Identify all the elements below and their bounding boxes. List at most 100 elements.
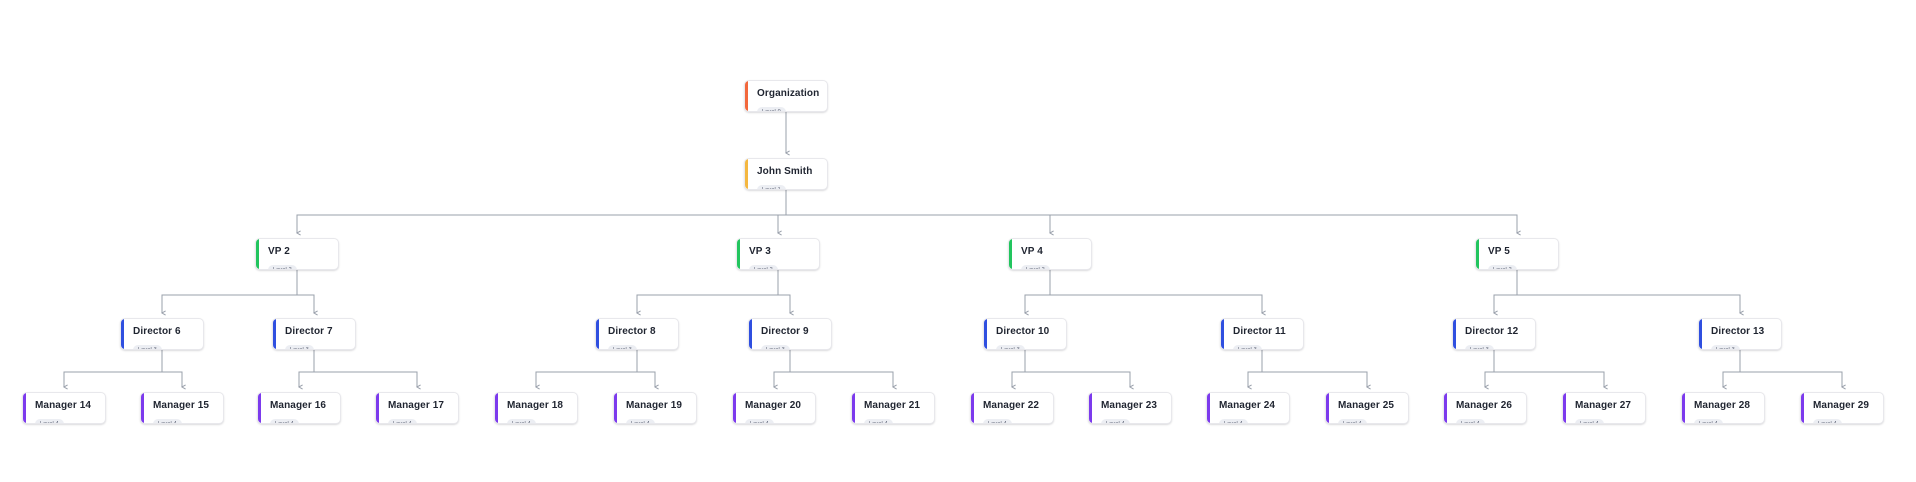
level-accent-bar: [1476, 239, 1479, 269]
node-level-badge: Level 4: [388, 419, 417, 423]
node-level-badge: Level 4: [153, 419, 182, 423]
level-accent-bar: [273, 319, 276, 349]
org-node-manager-15[interactable]: Manager 15 Level 4: [140, 392, 224, 424]
node-level-badge: Level 4: [864, 419, 893, 423]
connector-line: [162, 371, 182, 387]
connector-line: [778, 294, 790, 313]
level-accent-bar: [971, 393, 974, 423]
level-accent-bar: [1221, 319, 1224, 349]
level-accent-bar: [1009, 239, 1012, 269]
node-title: Manager 23: [1101, 400, 1158, 411]
org-node-manager-19[interactable]: Manager 19 Level 4: [613, 392, 697, 424]
node-title: Director 9: [761, 326, 809, 337]
connector-line: [1494, 294, 1517, 313]
org-node-director-10[interactable]: Director 10 Level 3: [983, 318, 1067, 350]
level-accent-bar: [121, 319, 124, 349]
connector-line: [786, 214, 1050, 233]
node-title: Director 6: [133, 326, 181, 337]
connector-line: [778, 214, 786, 233]
level-accent-bar: [737, 239, 740, 269]
connector-line: [1262, 371, 1367, 387]
org-node-director-6[interactable]: Director 6 Level 3: [120, 318, 204, 350]
node-level-badge: Level 4: [1575, 419, 1604, 423]
node-title: Manager 20: [745, 400, 802, 411]
org-node-manager-23[interactable]: Manager 23 Level 4: [1088, 392, 1172, 424]
node-title: Manager 16: [270, 400, 327, 411]
node-level-badge: Level 0: [757, 107, 786, 111]
level-accent-bar: [256, 239, 259, 269]
connector-line: [637, 371, 655, 387]
node-title: Director 10: [996, 326, 1050, 337]
level-accent-bar: [1563, 393, 1566, 423]
connector-line: [1012, 371, 1025, 387]
node-level-badge: Level 4: [983, 419, 1012, 423]
connector-line: [1494, 371, 1604, 387]
node-title: VP 5: [1488, 246, 1510, 257]
level-accent-bar: [745, 81, 748, 111]
connector-line: [1485, 371, 1494, 387]
level-accent-bar: [258, 393, 261, 423]
level-accent-bar: [596, 319, 599, 349]
level-accent-bar: [745, 159, 748, 189]
node-level-badge: Level 4: [1219, 419, 1248, 423]
node-level-badge: Level 3: [996, 345, 1025, 349]
level-accent-bar: [733, 393, 736, 423]
node-level-badge: Level 2: [1021, 265, 1050, 269]
node-level-badge: Level 4: [745, 419, 774, 423]
level-accent-bar: [495, 393, 498, 423]
node-level-badge: Level 3: [285, 345, 314, 349]
node-level-badge: Level 1: [757, 185, 786, 189]
node-level-badge: Level 4: [626, 419, 655, 423]
connector-line: [1740, 371, 1842, 387]
node-title: Manager 19: [626, 400, 683, 411]
node-level-badge: Level 3: [1711, 345, 1740, 349]
level-accent-bar: [141, 393, 144, 423]
level-accent-bar: [1801, 393, 1804, 423]
node-level-badge: Level 4: [1101, 419, 1130, 423]
connector-line: [297, 214, 786, 233]
org-node-manager-20[interactable]: Manager 20 Level 4: [732, 392, 816, 424]
connector-line: [1517, 294, 1740, 313]
connector-line: [1248, 371, 1262, 387]
level-accent-bar: [1699, 319, 1702, 349]
level-accent-bar: [1682, 393, 1685, 423]
node-title: Director 12: [1465, 326, 1519, 337]
node-title: Manager 15: [153, 400, 210, 411]
node-level-badge: Level 3: [133, 345, 162, 349]
connector-line: [314, 371, 417, 387]
connector-line: [1723, 371, 1740, 387]
node-level-badge: Level 2: [1488, 265, 1517, 269]
connector-line: [1025, 294, 1050, 313]
node-level-badge: Level 4: [35, 419, 64, 423]
connector-line: [536, 371, 637, 387]
node-title: Manager 22: [983, 400, 1040, 411]
org-node-manager-22[interactable]: Manager 22 Level 4: [970, 392, 1054, 424]
level-accent-bar: [852, 393, 855, 423]
level-accent-bar: [614, 393, 617, 423]
node-title: Manager 26: [1456, 400, 1513, 411]
org-node-vp-5[interactable]: VP 5 Level 2: [1475, 238, 1559, 270]
